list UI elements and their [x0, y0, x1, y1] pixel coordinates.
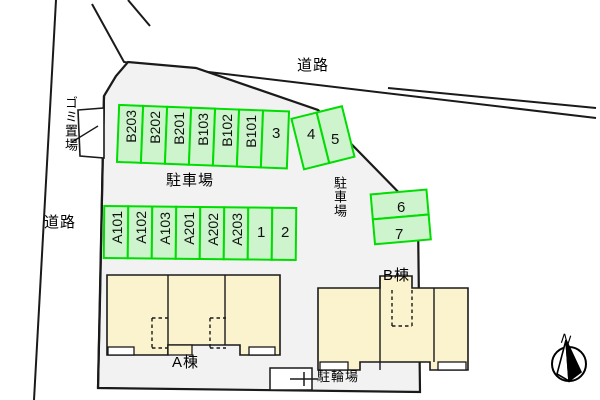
stall-label-a201: A201	[181, 212, 197, 245]
parking-row-top-angled	[290, 105, 356, 171]
stall-label-b203: B203	[123, 110, 139, 143]
bicycle-parking-label: 駐輪場	[317, 369, 360, 384]
stall-label-a203: A203	[229, 213, 245, 246]
parking-right-label: 駐車場	[332, 176, 347, 218]
road-top-lines	[91, 0, 597, 119]
stall-label-b202: B202	[147, 111, 163, 144]
stall-label-5: 5	[331, 131, 340, 148]
bicycle-parking-shape[interactable]	[269, 367, 318, 391]
stall-label-b101: B101	[243, 115, 259, 148]
parking-block-right	[369, 188, 432, 246]
compass-rose	[551, 339, 587, 383]
stall-cell[interactable]	[259, 109, 291, 170]
road-top-label: 道路	[297, 57, 330, 74]
gomi-area-label: ゴミ置場	[63, 96, 78, 152]
stall-label-7: 7	[395, 226, 404, 243]
stall-label-a202: A202	[205, 213, 221, 246]
stall-label-b201: B201	[171, 112, 187, 145]
stall-label-b102: B102	[219, 114, 235, 147]
stall-label-a101: A101	[109, 211, 125, 244]
stall-label-1: 1	[257, 224, 266, 241]
building-b-label: B棟	[383, 267, 411, 284]
stall-label-4: 4	[307, 126, 316, 143]
stall-label-6: 6	[397, 199, 406, 216]
stall-label-2: 2	[281, 224, 290, 241]
stall-label-a102: A102	[133, 211, 149, 244]
stall-label-b103: B103	[195, 113, 211, 146]
parking-center-label: 駐車場	[166, 172, 215, 189]
building-b[interactable]	[317, 275, 469, 371]
gomi-area-shape	[77, 107, 105, 159]
gomi-leader-line	[71, 125, 99, 143]
parking-row-top	[115, 103, 291, 170]
stall-label-a103: A103	[157, 212, 173, 245]
road-left-lines	[33, 0, 57, 400]
road-left-label: 道路	[44, 214, 77, 231]
stall-label-3: 3	[272, 125, 281, 142]
stall-cell[interactable]	[371, 213, 432, 246]
parking-row-bottom	[102, 204, 298, 261]
building-a-label: A棟	[172, 354, 200, 371]
stall-cell[interactable]	[315, 105, 356, 165]
stall-cell[interactable]	[270, 206, 298, 261]
building-a[interactable]	[106, 274, 281, 356]
